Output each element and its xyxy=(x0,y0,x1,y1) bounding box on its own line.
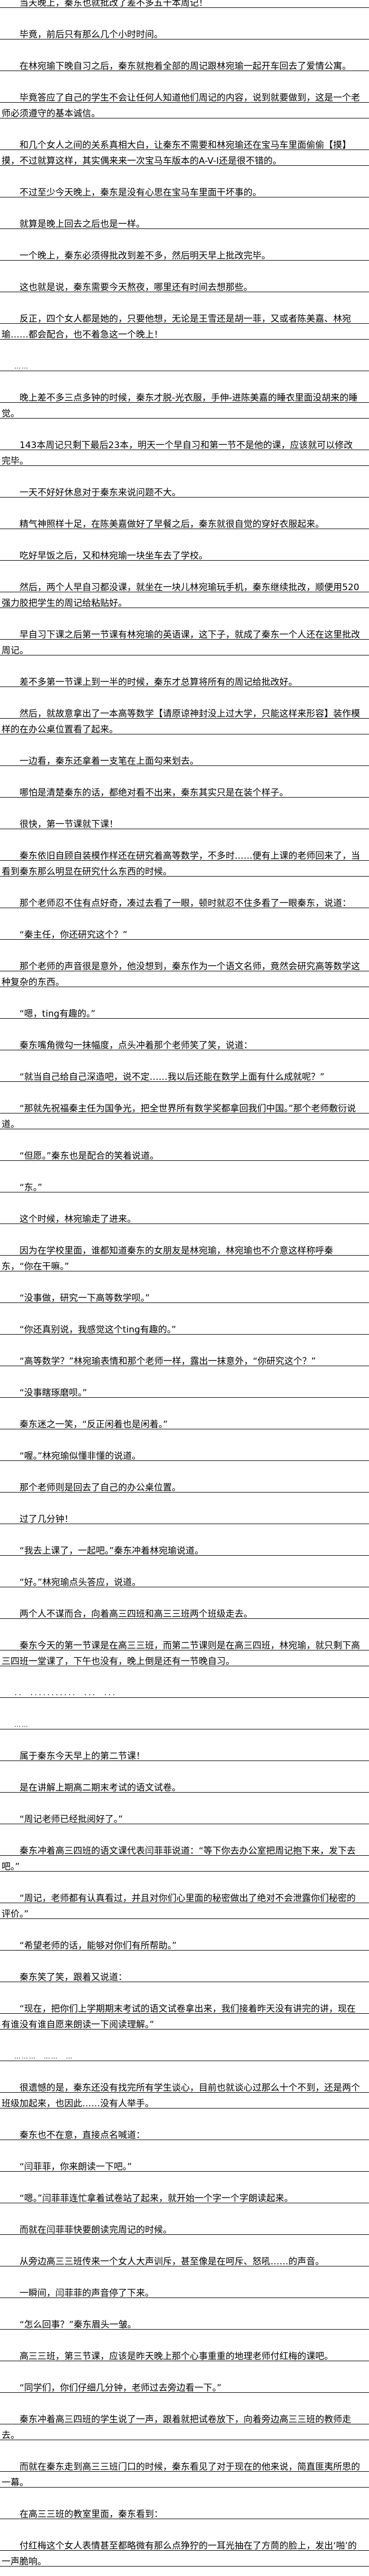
paragraph: 而就在闫菲菲快要朗读完周记的时候。 xyxy=(0,2222,369,2238)
paragraph: “周记老师已经批阅好了。” xyxy=(0,1812,369,1827)
paragraph: 而就在秦东走到高三三班门口的时候，秦东看见了对于现在的他来说，简直匪夷所思的一幕… xyxy=(0,2459,369,2491)
paragraph: …… xyxy=(0,359,369,374)
paragraph: “东。” xyxy=(0,1180,369,1196)
paragraph: 付红梅这个女人表情甚至都略微有那么点狰狞的一耳光抽在了方茼的脸上，发出‘啪’的一… xyxy=(0,2538,369,2570)
paragraph: 哪怕是清楚秦东的话，都绝对看不出来，秦东其实只是在装个样子。 xyxy=(0,785,369,801)
paragraph: …… xyxy=(0,1717,369,1733)
paragraph: “怎么回事？”秦东眉头一皱。 xyxy=(0,2317,369,2333)
paragraph: “现在，把你们上学期期末考试的语文试卷拿出来，我们接着昨天没有讲完的讲，现在有谁… xyxy=(0,2001,369,2033)
paragraph: “周记，老师都有认真看过，并且对你们心里面的秘密做出了绝对不会泄露你们秘密的评价… xyxy=(0,1891,369,1922)
paragraph: 一瞬间，闫菲菲的声音停了下来。 xyxy=(0,2285,369,2301)
paragraph: 秦东今天的第一节课是在高三三班，而第二节课则是在高三四班，林宛瑜，就只剩下高三四… xyxy=(0,1638,369,1669)
paragraph: 毕竟，前后只有那么几个小时时间。 xyxy=(0,27,369,43)
paragraph: “那就先祝福秦主任为国争光，把全世界所有数学奖都拿回我们中国。”那个老师敷衍说道… xyxy=(0,1101,369,1132)
paragraph: 秦东冲着高三四班的学生说了一声，跟着就把试卷放下，向着旁边高三三班的教师走去。 xyxy=(0,2412,369,2443)
paragraph: 秦东迷之一笑，“反正闲着也是闲着。” xyxy=(0,1417,369,1433)
paragraph: 反正，四个女人都是她的，只要他想，无论是王雪还是胡一菲，又或者陈美嘉、林宛瑜……… xyxy=(0,311,369,343)
paragraph: “闫菲菲，你来朗读一下吧。” xyxy=(0,2159,369,2175)
paragraph: 秦东依旧自顾自装模作样还在研究着高等数学，不多时……便有上课的老师回来了，当看到… xyxy=(0,848,369,880)
paragraph: “喔。”林宛瑜似懂非懂的说道。 xyxy=(0,1448,369,1464)
paragraph: “我去上课了，一起吧。”秦东冲着林宛瑜说道。 xyxy=(0,1543,369,1559)
paragraph: 毕竟答应了自己的学生不会让任何人知道他们周记的内容，说到就要做到，这是一个老师必… xyxy=(0,90,369,122)
paragraph: 一边看，秦东还拿着一支笔在上面勾来划去。 xyxy=(0,753,369,769)
paragraph: 因为在学校里面，谁都知道秦东的女朋友是林宛瑜，林宛瑜也不介意这样称呼秦东，“你在… xyxy=(0,1243,369,1275)
paragraph: 在高三三班的教室里面，秦东看到： xyxy=(0,2507,369,2522)
paragraph: 属于秦东今天早上的第二节课！ xyxy=(0,1748,369,1764)
paragraph: “就当自己给自己深造吧，说不定……我以后还能在数学上面有什么成就呢？” xyxy=(0,1069,369,1085)
paragraph: 一个晚上，秦东必须得批改到差不多，然后明天早上批改完毕。 xyxy=(0,248,369,264)
paragraph: ……… …… … xyxy=(0,2048,369,2064)
paragraph: 143本周记只剩下最后23本，明天一个早自习和第一节不是他的课，应该就可以修改完… xyxy=(0,437,369,469)
paragraph: ．． ．．．．．．．．．．． ．．． ．．． xyxy=(0,1685,369,1701)
paragraph: 那个老师则是回去了自己的办公桌位置。 xyxy=(0,1480,369,1496)
paragraph: 秦东冲着高三四班的语文课代表闫菲菲说道：“等下你去办公室把周记抱下来，发下去吧。… xyxy=(0,1843,369,1875)
paragraph: 吃好早饭之后，又和林宛瑜一块坐车去了学校。 xyxy=(0,548,369,564)
paragraph: 秦东笑了笑，跟着又说道： xyxy=(0,1970,369,1985)
paragraph: “嗯，ting有趣的。” xyxy=(0,1006,369,1022)
paragraph: “希望老师的话，能够对你们有所帮助。” xyxy=(0,1938,369,1954)
paragraph: 高三三班，第三节课，应该是昨天晚上那个心事重重的地理老师付红梅的课吧。 xyxy=(0,2349,369,2364)
paragraph: 是在讲解上期高二期末考试的语文试卷。 xyxy=(0,1780,369,1796)
paragraph: 差不多第一节课上到一半的时候，秦东才总算将所有的周记给批改好。 xyxy=(0,674,369,690)
paragraph: “没事瞎琢磨呗。” xyxy=(0,1385,369,1401)
paragraph: “同学们，你们仔细几分钟，老师过去旁边看一下。” xyxy=(0,2380,369,2396)
paragraph: “好。”林宛瑜点头答应，说道。 xyxy=(0,1575,369,1590)
paragraph: 秦东也不在意，直接点名喊道： xyxy=(0,2127,369,2143)
paragraph: 和几个女人之间的关系真相大白，让秦东不需要和林宛瑜还在宝马车里面偷偷【摸】摸，不… xyxy=(0,137,369,169)
paragraph: 晚上差不多三点多钟的时候，秦东才脱-光衣服，手伸-进陈美嘉的睡衣里面没胡来的睡觉… xyxy=(0,390,369,422)
paragraph: “秦主任，你还研究这个？” xyxy=(0,927,369,943)
paragraph: 然后，两个人早自习都没课，就坐在一块儿林宛瑜玩手机，秦东继续批改，顺便用520强… xyxy=(0,580,369,611)
paragraph: 这也就是说，秦东需要今天熬夜，哪里还有时间去想那些。 xyxy=(0,280,369,295)
paragraph: 那个老师忍不住有点好奇，凑过去看了一眼，顿时就忍不住多看了一眼秦东，说道： xyxy=(0,896,369,911)
paragraph: 当天晚上，秦东也就批改了差不多五十本周记！ xyxy=(0,0,369,11)
paragraph: “嗯。”闫菲菲连忙拿着试卷站了起来，就开始一个字一个字朗读起来。 xyxy=(0,2191,369,2206)
paragraph: 很快，第一节课就下课！ xyxy=(0,817,369,832)
paragraph: 然后，就故意拿出了一本高等数学【请原谅神封没上过大学，只能这样来形容】装作模样的… xyxy=(0,706,369,738)
paragraph: 从旁边高三三班传来一个女人大声训斥，甚至像是在呵斥、怒吼……的声音。 xyxy=(0,2254,369,2270)
paragraph: “高等数学？”林宛瑜表情和那个老师一样，露出一抹意外，“你研究这个？” xyxy=(0,1354,369,1369)
paragraph: 精气神照样十足，在陈美嘉做好了早餐之后，秦东就很自觉的穿好衣服起来。 xyxy=(0,516,369,532)
paragraph: 那个老师的声音很是意外，他没想到，秦东作为一个语文名师，竟然会研究高等数学这种复… xyxy=(0,959,369,990)
paragraph: “你还真别说，我感觉这个ting有趣的。” xyxy=(0,1322,369,1338)
paragraph: 很遗憾的是，秦东还没有找完所有学生谈心，目前也就谈心过那么十个不到，还是两个班级… xyxy=(0,2080,369,2112)
paragraph: 过了几分钟！ xyxy=(0,1511,369,1527)
paragraph: 在林宛瑜下晚自习之后，秦东就抱着全部的周记跟林宛瑜一起开车回去了爱情公寓。 xyxy=(0,58,369,74)
paragraph: 秦东嘴角微勾一抹幅度，点头冲着那个老师笑了笑，说道： xyxy=(0,1038,369,1053)
paragraph: 一天不好好休息对于秦东来说问题不大。 xyxy=(0,485,369,501)
paragraph: 就算是晚上回去之后也是一样。 xyxy=(0,216,369,232)
paragraph: “但愿。”秦东也是配合的笑着说道。 xyxy=(0,1148,369,1164)
paragraph: 这个时候，林宛瑜走了进来。 xyxy=(0,1211,369,1227)
paragraph: 两个人不谋而合，向着高三四班和高三三班两个班级走去。 xyxy=(0,1606,369,1622)
paragraph: 不过至少今天晚上，秦东是没有心思在宝马车里面干坏事的。 xyxy=(0,185,369,201)
paragraph: “没事做，研究一下高等数学呗。” xyxy=(0,1290,369,1306)
paragraph: 早自习下课之后第一节课有林宛瑜的英语课，这下子，就成了秦东一个人还在这里批改周记… xyxy=(0,627,369,659)
